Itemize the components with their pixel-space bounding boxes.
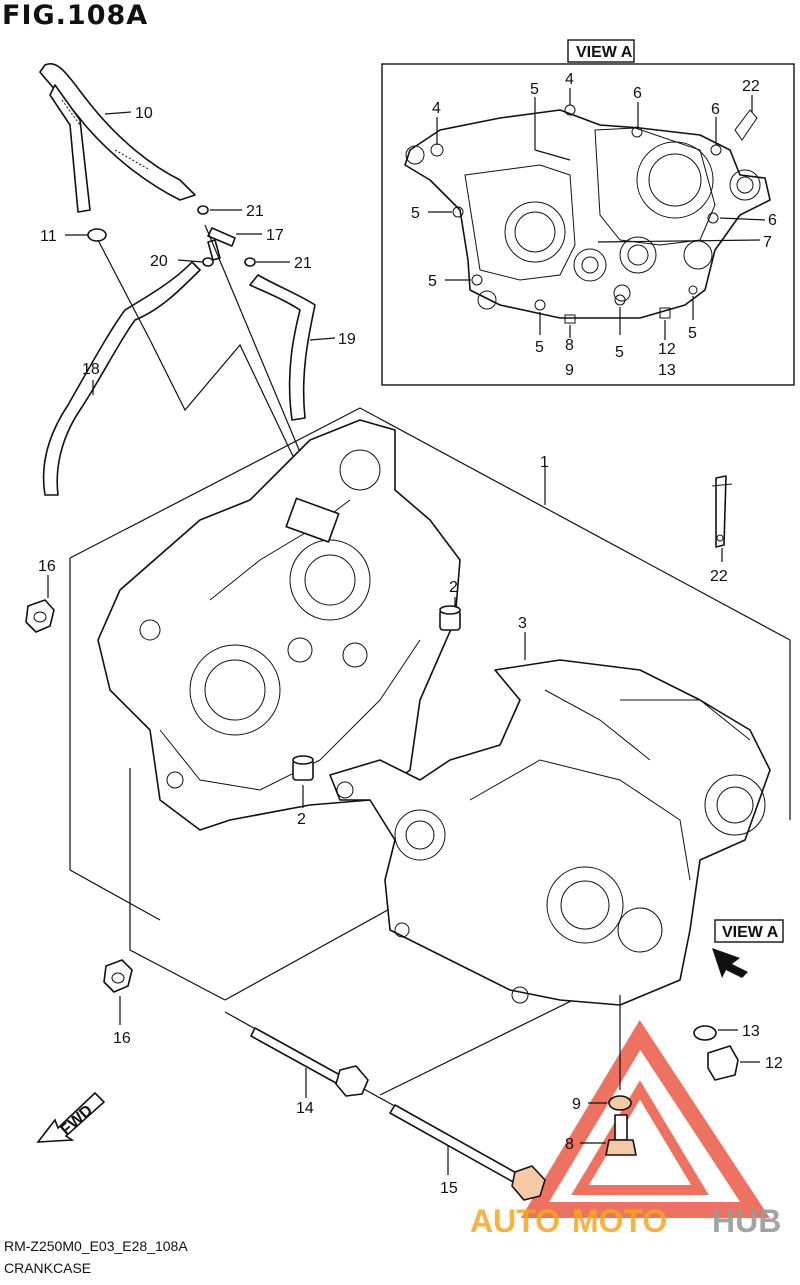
bolt-14 — [250, 1027, 369, 1098]
view-a-callout-5-bottom-3: 5 — [688, 325, 697, 342]
view-a-callout-5-bottom-2: 5 — [615, 344, 624, 361]
callout-13: 13 — [742, 1023, 760, 1040]
callout-1: 1 — [540, 454, 549, 471]
bracket-22 — [711, 475, 733, 562]
view-a-callout-9: 9 — [565, 362, 574, 379]
diagram-code: RM-Z250M0_E03_E28_108A — [4, 1238, 188, 1254]
nut-16-lower — [103, 959, 133, 1025]
dowel-leader-lines — [302, 597, 456, 808]
callout-16-lower: 16 — [113, 1030, 131, 1047]
view-a-label: VIEW A — [576, 44, 633, 61]
callout-10: 10 — [135, 105, 153, 122]
callout-19: 19 — [338, 331, 356, 348]
view-a-label-box — [567, 39, 635, 63]
callout-15: 15 — [440, 1180, 458, 1197]
breather-hose-assembly — [39, 62, 316, 496]
view-a-callout-5-top: 5 — [530, 81, 539, 98]
view-a-callout-12: 12 — [658, 341, 676, 358]
callout-2-upper: 2 — [449, 579, 458, 596]
callout-18: 18 — [82, 361, 100, 378]
drain-plug-12 — [707, 1045, 760, 1081]
callout-16-upper: 16 — [38, 558, 56, 575]
left-crankcase-half — [97, 419, 461, 831]
view-a-callout-4-top: 4 — [565, 71, 574, 88]
callout-14: 14 — [296, 1100, 314, 1117]
bolt-8 — [580, 995, 637, 1156]
view-a-arrow-label: VIEW A — [722, 924, 779, 941]
view-a-callout-8: 8 — [565, 337, 574, 354]
callout-21-lower: 21 — [294, 255, 312, 272]
view-a-callout-5-left: 5 — [411, 205, 420, 222]
view-a-crankcase-outline — [404, 104, 771, 324]
watermark-brand-auto: AUTO — [470, 1203, 560, 1239]
nut-16-upper — [25, 575, 55, 633]
diagram-name: CRANKCASE — [4, 1260, 92, 1276]
view-a-frame — [381, 63, 795, 386]
callout-9: 9 — [572, 1096, 581, 1113]
callout-2-lower: 2 — [297, 811, 306, 828]
right-crankcase-half — [329, 659, 771, 1006]
view-a-callout-7: 7 — [763, 234, 772, 251]
view-a-callout-5-lower-left: 5 — [428, 273, 437, 290]
callout-17: 17 — [266, 227, 284, 244]
view-a-callout-22: 22 — [742, 78, 760, 95]
view-a-callout-13: 13 — [658, 362, 676, 379]
callout-12: 12 — [765, 1055, 783, 1072]
callout-11: 11 — [40, 228, 57, 245]
hose-leader-lines — [65, 111, 336, 395]
bolt-15 — [389, 1104, 546, 1201]
watermark-brand-moto: MOTO — [572, 1203, 667, 1239]
figure-title: FIG.108A — [2, 0, 149, 31]
gasket-13 — [693, 1025, 738, 1041]
view-a-callout-6-right: 6 — [768, 212, 777, 229]
callout-22: 22 — [710, 568, 728, 585]
view-a-leader-lines — [428, 88, 766, 340]
view-a-callout-6-left: 6 — [633, 85, 642, 102]
view-a-indicator — [712, 919, 784, 978]
view-a-callout-6-mid: 6 — [711, 101, 720, 118]
view-a-callout-4-left: 4 — [432, 100, 441, 117]
callout-8: 8 — [565, 1136, 574, 1153]
dowel-pins — [292, 605, 461, 781]
washer-9 — [588, 1095, 632, 1111]
view-a-callout-5-bottom-1: 5 — [535, 339, 544, 356]
fwd-arrow-icon — [36, 1091, 106, 1143]
callout-20: 20 — [150, 253, 168, 270]
callout-21-upper: 21 — [246, 203, 264, 220]
callout-3: 3 — [518, 615, 527, 632]
watermark-brand-hub: HUB — [712, 1203, 781, 1239]
